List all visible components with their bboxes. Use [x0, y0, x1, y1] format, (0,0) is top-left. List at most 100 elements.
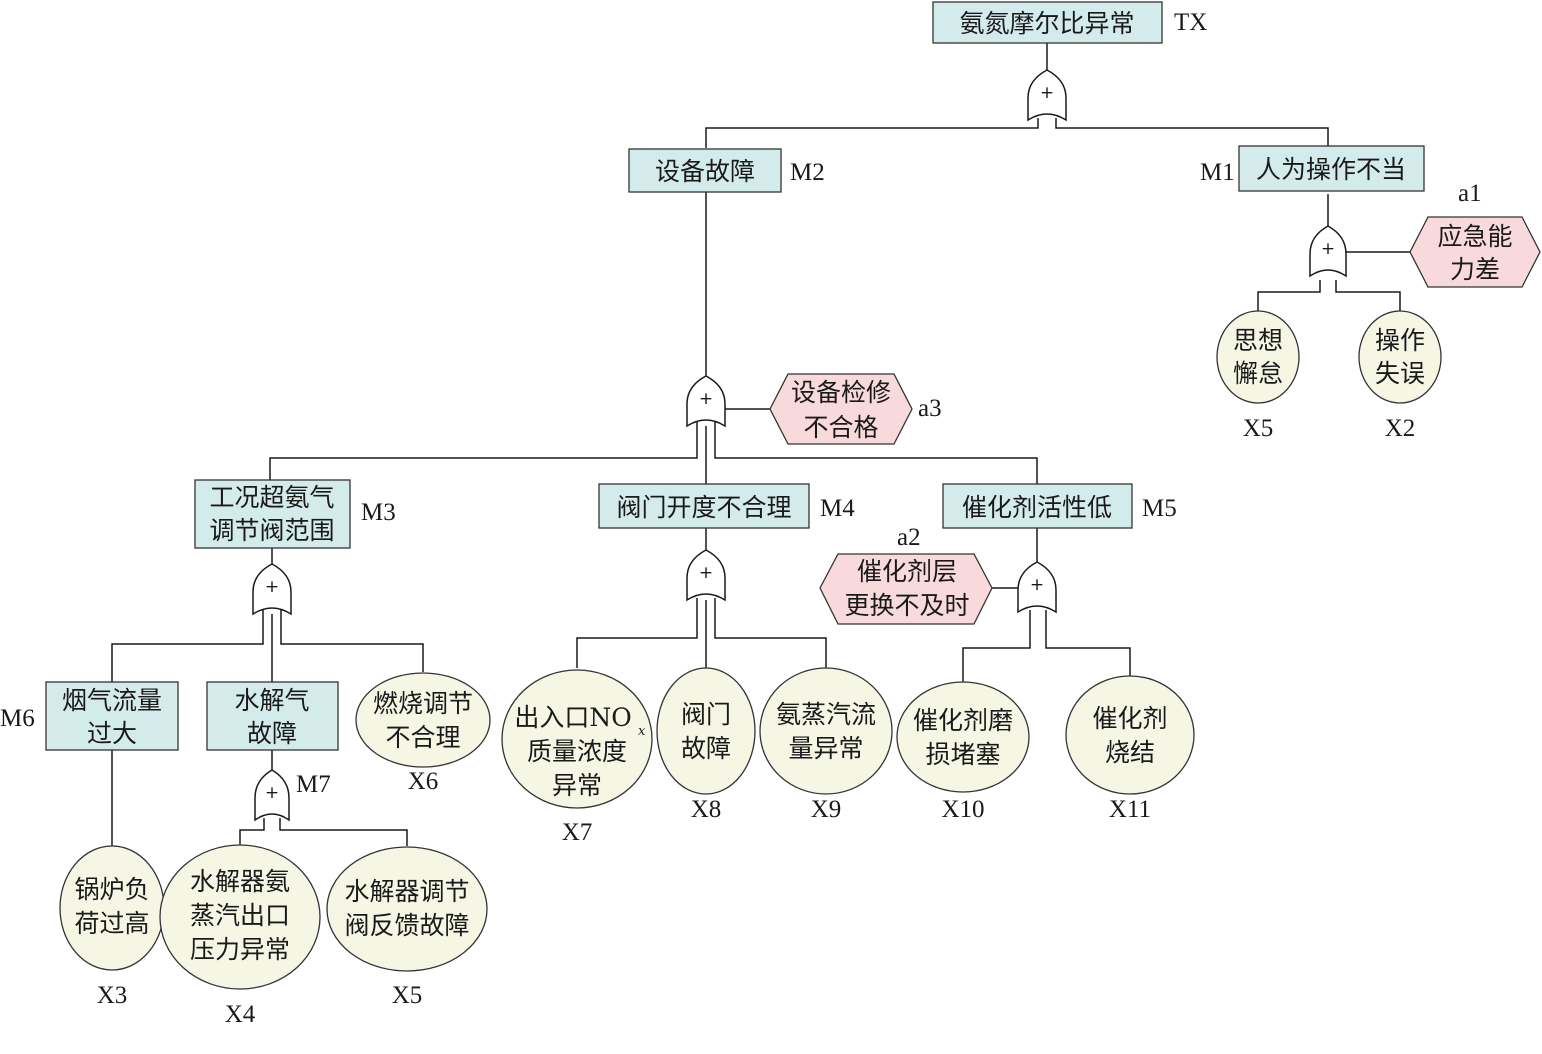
svg-text:烟气流量: 烟气流量 — [62, 686, 162, 715]
svg-text:水解器氨: 水解器氨 — [190, 867, 290, 896]
svg-text:压力异常: 压力异常 — [190, 935, 290, 964]
event-boxes: 氨氮摩尔比异常 TX 设备故障 M2 人为操作不当 M1 工况超氨气 调节阀范围… — [0, 1, 1425, 798]
svg-text:氨氮摩尔比异常: 氨氮摩尔比异常 — [959, 9, 1134, 38]
basic-event-x9-label: X9 — [811, 796, 842, 823]
condition-a1-label: a1 — [1458, 180, 1482, 207]
svg-text:更换不及时: 更换不及时 — [844, 591, 969, 620]
event-m5-label: M5 — [1142, 495, 1177, 522]
connector-lines — [111, 43, 1410, 846]
or-gates: + + + + + + + — [252, 69, 1347, 822]
or-gate-m1: + — [1309, 225, 1347, 278]
svg-text:量异常: 量异常 — [788, 734, 863, 763]
basic-event-x2-label: X2 — [1385, 415, 1416, 442]
svg-text:故障: 故障 — [681, 734, 731, 763]
basic-event-x8: 阀门 故障 X8 — [656, 667, 756, 823]
svg-text:催化剂活性低: 催化剂活性低 — [962, 493, 1112, 522]
top-event-label: TX — [1174, 9, 1207, 36]
svg-text:设备故障: 设备故障 — [655, 157, 755, 186]
svg-text:水解气: 水解气 — [234, 686, 309, 715]
basic-event-x7-label: X7 — [562, 819, 593, 846]
svg-text:设备检修: 设备检修 — [791, 378, 891, 407]
gate-symbol: + — [699, 389, 713, 409]
event-m6-label: M6 — [0, 705, 35, 732]
svg-text:操作: 操作 — [1375, 326, 1425, 355]
svg-text:不合格: 不合格 — [803, 413, 878, 442]
svg-text:质量浓度: 质量浓度 — [527, 737, 627, 766]
svg-text:过大: 过大 — [87, 719, 137, 748]
event-m2: 设备故障 M2 — [628, 148, 825, 193]
svg-text:催化剂磨: 催化剂磨 — [913, 706, 1013, 735]
event-m1: 人为操作不当 M1 — [1200, 145, 1425, 192]
svg-text:荷过高: 荷过高 — [74, 909, 149, 938]
basic-event-x6: 燃烧调节 不合理 X6 — [355, 672, 491, 795]
svg-text:阀门: 阀门 — [681, 700, 731, 729]
condition-hexagons: 应急能 力差 a1 设备检修 不合格 a3 催化剂层 更换不及时 a2 — [769, 180, 1541, 625]
basic-event-x3-label: X3 — [97, 982, 128, 1009]
basic-event-x8-label: X8 — [691, 796, 722, 823]
basic-event-x5-top: 思想 懈怠 X5 — [1216, 310, 1300, 442]
event-m4: 阀门开度不合理 M4 — [598, 483, 855, 529]
svg-text:蒸汽出口: 蒸汽出口 — [190, 901, 290, 930]
event-m3-label: M3 — [361, 499, 396, 526]
or-gate-m7: + — [254, 769, 290, 822]
svg-text:调节阀范围: 调节阀范围 — [209, 516, 334, 545]
svg-text:催化剂: 催化剂 — [1092, 704, 1167, 733]
or-gate-top: + — [1027, 69, 1067, 122]
top-event: 氨氮摩尔比异常 TX — [932, 1, 1207, 44]
basic-event-x2: 操作 失误 X2 — [1358, 310, 1442, 442]
svg-text:异常: 异常 — [552, 771, 602, 800]
basic-event-x5-bottom-label: X5 — [392, 982, 423, 1009]
event-m6: 烟气流量 过大 M6 — [0, 681, 179, 751]
basic-event-x11: 催化剂 烧结 X11 — [1065, 675, 1195, 823]
basic-event-x10-label: X10 — [941, 796, 984, 823]
svg-text:懈怠: 懈怠 — [1233, 359, 1283, 388]
svg-text:阀门开度不合理: 阀门开度不合理 — [616, 493, 791, 522]
condition-a2-label: a2 — [897, 524, 921, 551]
gate-symbol: + — [265, 783, 279, 803]
basic-event-x3: 锅炉负 荷过高 X3 — [59, 845, 165, 1009]
basic-event-x5-top-label: X5 — [1243, 415, 1274, 442]
basic-event-ellipses: 思想 懈怠 X5 操作 失误 X2 燃烧调节 不合理 X6 出入口NO x 质量… — [59, 310, 1442, 1028]
svg-text:损堵塞: 损堵塞 — [925, 740, 1000, 769]
basic-event-x6-label: X6 — [408, 768, 439, 795]
or-gate-m3: + — [252, 563, 292, 616]
svg-text:失误: 失误 — [1375, 359, 1425, 388]
gate-symbol: + — [1040, 83, 1054, 103]
event-m7: 水解气 故障 M7 — [206, 681, 339, 798]
basic-event-x5-bottom: 水解器调节 阀反馈故障 X5 — [326, 846, 488, 1009]
event-m1-label: M1 — [1200, 159, 1235, 186]
svg-text:人为操作不当: 人为操作不当 — [1256, 155, 1406, 184]
svg-text:不合理: 不合理 — [385, 723, 460, 752]
svg-text:力差: 力差 — [1450, 255, 1500, 284]
condition-a3-label: a3 — [918, 395, 942, 422]
basic-event-x4: 水解器氨 蒸汽出口 压力异常 X4 — [159, 844, 321, 1028]
basic-event-x9: 氨蒸汽流 量异常 X9 — [759, 667, 893, 823]
gate-symbol: + — [265, 577, 279, 597]
svg-text:烧结: 烧结 — [1105, 738, 1155, 767]
svg-text:催化剂层: 催化剂层 — [857, 557, 957, 586]
svg-text:燃烧调节: 燃烧调节 — [373, 689, 473, 718]
condition-a3: 设备检修 不合格 a3 — [769, 373, 942, 445]
basic-event-x4-label: X4 — [225, 1001, 256, 1028]
event-m3: 工况超氨气 调节阀范围 M3 — [194, 479, 396, 549]
svg-text:出入口NO: 出入口NO — [514, 703, 631, 732]
svg-text:水解器调节: 水解器调节 — [344, 877, 469, 906]
event-m2-label: M2 — [790, 159, 825, 186]
svg-text:思想: 思想 — [1233, 326, 1283, 355]
condition-a2: 催化剂层 更换不及时 a2 — [819, 524, 993, 625]
basic-event-x7: 出入口NO x 质量浓度 异常 X7 — [501, 669, 653, 846]
svg-text:工况超氨气: 工况超氨气 — [209, 483, 334, 512]
event-m4-label: M4 — [820, 495, 855, 522]
gate-symbol: + — [699, 563, 713, 583]
or-gate-m4: + — [686, 549, 726, 602]
svg-text:氨蒸汽流: 氨蒸汽流 — [776, 700, 876, 729]
basic-event-x10: 催化剂磨 损堵塞 X10 — [896, 681, 1030, 823]
svg-text:阀反馈故障: 阀反馈故障 — [344, 911, 469, 940]
gate-symbol: + — [1321, 239, 1335, 259]
event-m5: 催化剂活性低 M5 — [942, 483, 1177, 529]
gate-symbol: + — [1030, 575, 1044, 595]
svg-text:应急能: 应急能 — [1437, 222, 1512, 251]
basic-event-x7-subscript: x — [638, 724, 646, 739]
